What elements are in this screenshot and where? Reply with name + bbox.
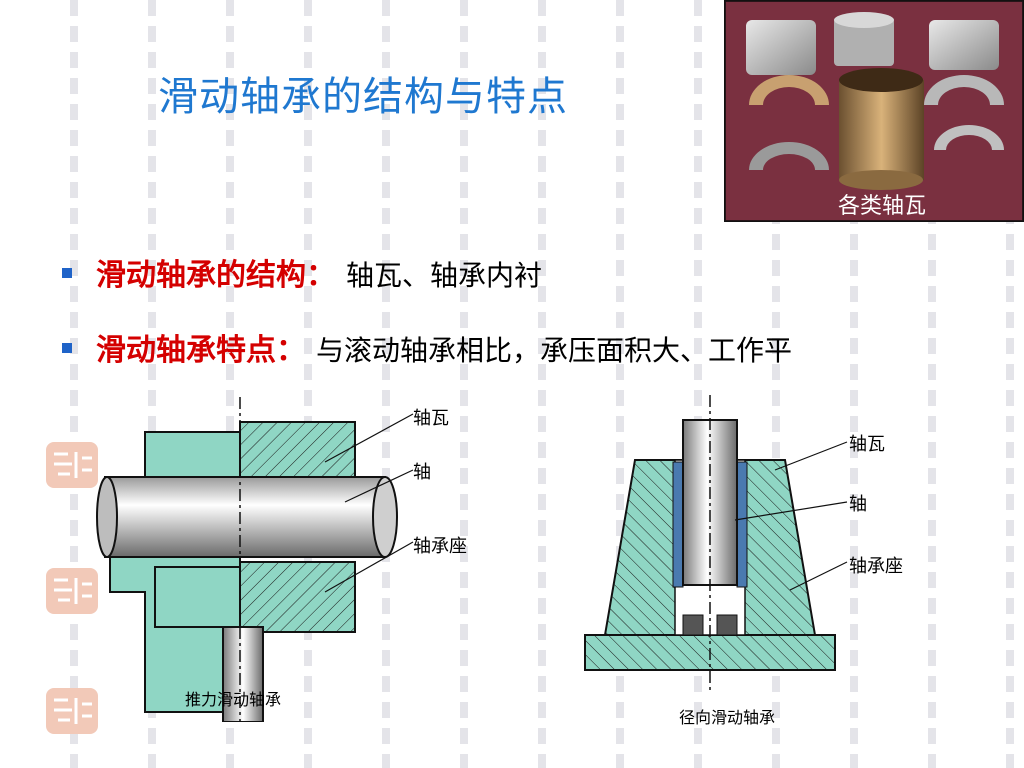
seal-stamp-icon xyxy=(44,686,100,736)
label-seat: 轴承座 xyxy=(413,536,467,557)
label-seat: 轴承座 xyxy=(849,556,903,577)
bullet-features: 滑动轴承特点： 与滚动轴承相比，承压面积大、工作平 xyxy=(62,325,792,369)
page-title: 滑动轴承的结构与特点 xyxy=(158,74,568,120)
seal-stamp-icon xyxy=(44,440,100,490)
bullet-square-icon xyxy=(62,343,72,353)
radial-bearing-diagram: 轴瓦 轴 轴承座 径向滑动轴承 xyxy=(575,390,925,730)
bullet-label: 滑动轴承的结构： xyxy=(96,258,336,293)
bullet-square-icon xyxy=(62,268,72,278)
thrust-bearing-caption: 推力滑动轴承 xyxy=(185,690,282,709)
bullet-text: 与滚动轴承相比，承压面积大、工作平 xyxy=(316,334,793,367)
label-shaft: 轴 xyxy=(849,494,867,515)
bullet-structure: 滑动轴承的结构： 轴瓦、轴承内衬 xyxy=(62,250,542,294)
label-bush: 轴瓦 xyxy=(413,408,449,429)
seal-stamp-icon xyxy=(44,566,100,616)
radial-bearing-caption: 径向滑动轴承 xyxy=(679,708,776,727)
bullet-label: 滑动轴承特点： xyxy=(96,333,306,368)
thrust-bearing-diagram: 轴瓦 轴 轴承座 推力滑动轴承 xyxy=(95,392,515,723)
photo-caption: 各类轴瓦 xyxy=(838,194,927,219)
label-bush: 轴瓦 xyxy=(849,434,885,455)
bearing-bushes-photo xyxy=(722,0,1024,224)
bullet-text: 轴瓦、轴承内衬 xyxy=(346,259,543,292)
label-shaft: 轴 xyxy=(413,462,431,483)
